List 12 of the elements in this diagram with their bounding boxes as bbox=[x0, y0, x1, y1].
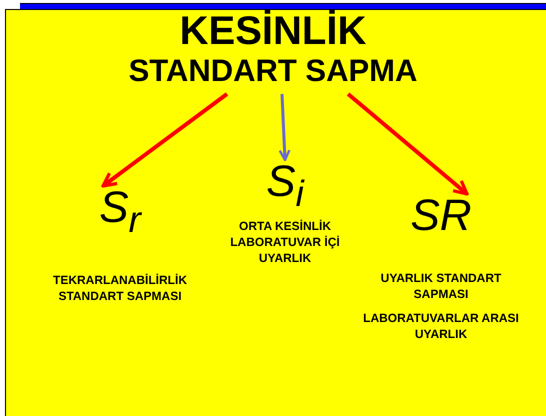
description: LABORATUVARLAR ARASI UYARLIK bbox=[362, 310, 520, 342]
heading: STANDART SAPMA bbox=[128, 54, 418, 88]
arrow bbox=[346, 92, 469, 196]
description: ORTA KESİNLİK LABORATUVAR İÇİ UYARLIK bbox=[229, 218, 341, 266]
description: UYARLIK STANDART SAPMASI bbox=[380, 270, 502, 302]
title: KESİNLİK bbox=[178, 10, 368, 52]
arrow bbox=[278, 94, 291, 162]
arrow bbox=[101, 92, 228, 188]
symbol: S$_{r}$ bbox=[99, 186, 141, 242]
symbol: S$_{i}$ bbox=[266, 160, 304, 216]
symbol: SR bbox=[410, 194, 472, 238]
description: TEKRARLANABİLİRLİK STANDART SAPMASI bbox=[52, 272, 188, 304]
